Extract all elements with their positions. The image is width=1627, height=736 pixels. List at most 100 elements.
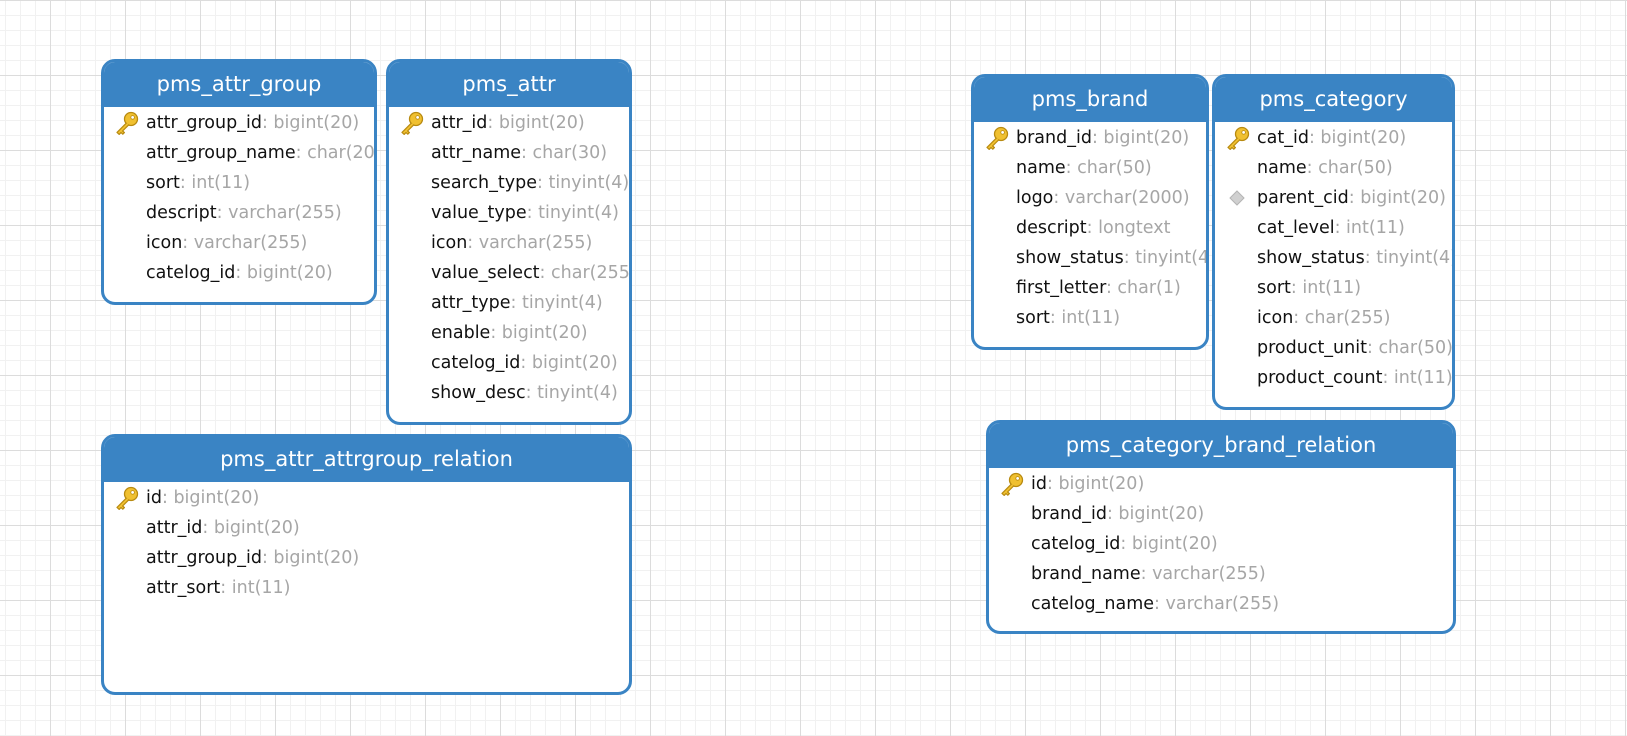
- field-row[interactable]: name: char(50): [1215, 153, 1452, 183]
- type-separator: :: [1293, 308, 1305, 328]
- field-row[interactable]: brand_name: varchar(255): [989, 559, 1453, 589]
- field-type: bigint(20): [173, 488, 260, 508]
- field-name: brand_id: [1016, 128, 1092, 148]
- field-name: sort: [146, 173, 180, 193]
- field-row[interactable]: id: bigint(20): [989, 469, 1453, 499]
- field-row[interactable]: attr_group_id: bigint(20): [104, 108, 374, 138]
- table-title[interactable]: pms_category: [1215, 77, 1452, 122]
- field-row[interactable]: show_status: tinyint(4): [974, 243, 1206, 273]
- field-type: int(11): [191, 173, 251, 193]
- table-title[interactable]: pms_category_brand_relation: [989, 423, 1453, 468]
- field-row[interactable]: cat_id: bigint(20): [1215, 123, 1452, 153]
- field-name: catelog_id: [431, 353, 521, 373]
- field-row[interactable]: name: char(50): [974, 153, 1206, 183]
- field-row[interactable]: catelog_name: varchar(255): [989, 589, 1453, 619]
- field-row[interactable]: attr_id: bigint(20): [389, 108, 629, 138]
- table-title[interactable]: pms_brand: [974, 77, 1206, 122]
- field-name: descript: [1016, 218, 1087, 238]
- primary-key-icon: [114, 111, 140, 135]
- type-separator: :: [202, 518, 214, 538]
- foreign-key-diamond-icon: [1229, 190, 1245, 206]
- field-name: attr_name: [431, 143, 522, 163]
- type-separator: :: [487, 113, 499, 133]
- field-name: brand_id: [1031, 504, 1107, 524]
- field-row[interactable]: descript: longtext: [974, 213, 1206, 243]
- field-row[interactable]: show_desc: tinyint(4): [389, 378, 629, 408]
- field-type: bigint(20): [531, 353, 618, 373]
- type-separator: :: [161, 488, 174, 508]
- type-separator: :: [510, 293, 522, 313]
- field-type: tinyint(4): [1135, 248, 1209, 268]
- field-name: product_unit: [1257, 338, 1367, 358]
- type-separator: :: [1290, 278, 1303, 298]
- field-row[interactable]: attr_group_name: char(20): [104, 138, 374, 168]
- type-separator: :: [1105, 278, 1118, 298]
- field-name: search_type: [431, 173, 537, 193]
- field-list: brand_id: bigint(20)name: char(50)logo: …: [974, 122, 1206, 333]
- field-name: cat_id: [1257, 128, 1309, 148]
- field-list: id: bigint(20)attr_id: bigint(20)attr_gr…: [104, 482, 629, 603]
- field-row[interactable]: sort: int(11): [974, 303, 1206, 333]
- field-row[interactable]: icon: varchar(255): [104, 228, 374, 258]
- field-row[interactable]: brand_id: bigint(20): [989, 499, 1453, 529]
- field-type: bigint(20): [213, 518, 300, 538]
- table-title[interactable]: pms_attr_group: [104, 62, 374, 107]
- field-row[interactable]: search_type: tinyint(4): [389, 168, 629, 198]
- field-row[interactable]: catelog_id: bigint(20): [389, 348, 629, 378]
- field-row[interactable]: attr_type: tinyint(4): [389, 288, 629, 318]
- field-name: attr_group_name: [146, 143, 296, 163]
- field-type: varchar(255): [228, 203, 342, 223]
- field-row[interactable]: parent_cid: bigint(20): [1215, 183, 1452, 213]
- type-separator: :: [261, 548, 274, 568]
- field-row[interactable]: attr_id: bigint(20): [104, 513, 629, 543]
- field-row[interactable]: first_letter: char(1): [974, 273, 1206, 303]
- table-title[interactable]: pms_attr: [389, 62, 629, 107]
- field-row[interactable]: logo: varchar(2000): [974, 183, 1206, 213]
- field-row[interactable]: attr_group_id: bigint(20): [104, 543, 629, 573]
- field-row[interactable]: descript: varchar(255): [104, 198, 374, 228]
- field-type: int(11): [1346, 218, 1405, 238]
- field-row[interactable]: catelog_id: bigint(20): [989, 529, 1453, 559]
- type-separator: :: [182, 233, 194, 253]
- field-row[interactable]: icon: char(255): [1215, 303, 1452, 333]
- field-type: bigint(20): [246, 263, 333, 283]
- primary-key-icon: [984, 126, 1010, 150]
- type-separator: :: [1091, 128, 1104, 148]
- field-name: value_select: [431, 263, 540, 283]
- field-row[interactable]: value_type: tinyint(4): [389, 198, 629, 228]
- field-type: tinyint(4): [1376, 248, 1455, 268]
- field-row[interactable]: sort: int(11): [1215, 273, 1452, 303]
- field-list: attr_id: bigint(20)attr_name: char(30)se…: [389, 107, 629, 408]
- field-row[interactable]: attr_sort: int(11): [104, 573, 629, 603]
- field-row[interactable]: enable: bigint(20): [389, 318, 629, 348]
- field-type: int(11): [1061, 308, 1121, 328]
- field-row[interactable]: attr_name: char(30): [389, 138, 629, 168]
- field-row[interactable]: value_select: char(255): [389, 258, 629, 288]
- field-type: tinyint(4): [548, 173, 630, 193]
- type-separator: :: [216, 203, 229, 223]
- field-row[interactable]: brand_id: bigint(20): [974, 123, 1206, 153]
- type-separator: :: [1154, 594, 1166, 614]
- type-separator: :: [1308, 128, 1321, 148]
- field-type: longtext: [1098, 218, 1171, 238]
- field-name: value_type: [431, 203, 527, 223]
- field-type: char(20): [307, 143, 377, 163]
- type-separator: :: [1086, 218, 1099, 238]
- table-title[interactable]: pms_attr_attrgroup_relation: [104, 437, 629, 482]
- field-row[interactable]: product_count: int(11): [1215, 363, 1452, 393]
- field-row[interactable]: catelog_id: bigint(20): [104, 258, 374, 288]
- field-row[interactable]: cat_level: int(11): [1215, 213, 1452, 243]
- field-row[interactable]: show_status: tinyint(4): [1215, 243, 1452, 273]
- field-row[interactable]: id: bigint(20): [104, 483, 629, 513]
- type-separator: :: [521, 143, 533, 163]
- field-row[interactable]: sort: int(11): [104, 168, 374, 198]
- field-row[interactable]: icon: varchar(255): [389, 228, 629, 258]
- field-row[interactable]: product_unit: char(50): [1215, 333, 1452, 363]
- field-type: varchar(255): [1152, 564, 1266, 584]
